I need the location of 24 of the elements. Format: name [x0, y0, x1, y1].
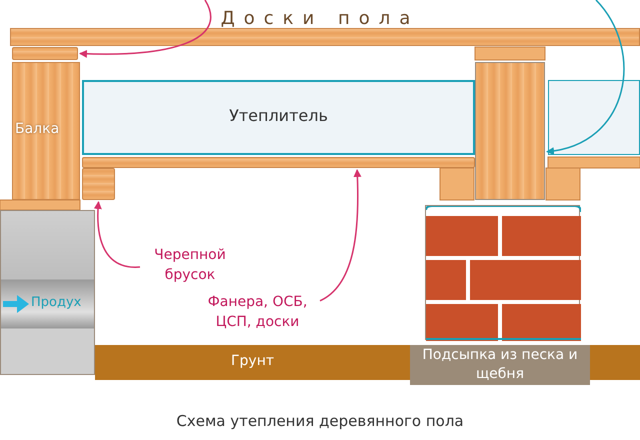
beam — [12, 62, 80, 200]
callout-text: Черепной брусок — [153, 246, 227, 285]
concrete-foundation — [0, 210, 95, 375]
leader-line — [79, 0, 212, 58]
callout-text: Фанера, ОСБ, ЦСП, доски — [206, 293, 308, 332]
beam — [475, 62, 545, 200]
soil-band — [95, 345, 410, 380]
insulation-layer — [82, 80, 475, 155]
leader-line — [320, 169, 362, 302]
beam-label: Балка — [15, 121, 60, 137]
vent-label: Продух — [31, 295, 82, 310]
gravel-bed — [410, 345, 590, 385]
soil-label: Грунт — [230, 353, 276, 369]
cleat — [12, 47, 78, 60]
leader-line — [94, 201, 140, 268]
subfloor-board — [82, 157, 475, 168]
leader-line — [546, 0, 624, 154]
caption: Схема утепления деревянного пола — [175, 412, 465, 430]
gravel-label: Подсыпка из песка и щебня — [421, 346, 579, 384]
cranial-bar — [82, 168, 115, 200]
brick-pillar — [425, 205, 580, 340]
section-label: Доски пола — [220, 8, 420, 29]
insulation-layer — [548, 80, 640, 155]
insulation-label: Утеплитель — [228, 106, 329, 125]
